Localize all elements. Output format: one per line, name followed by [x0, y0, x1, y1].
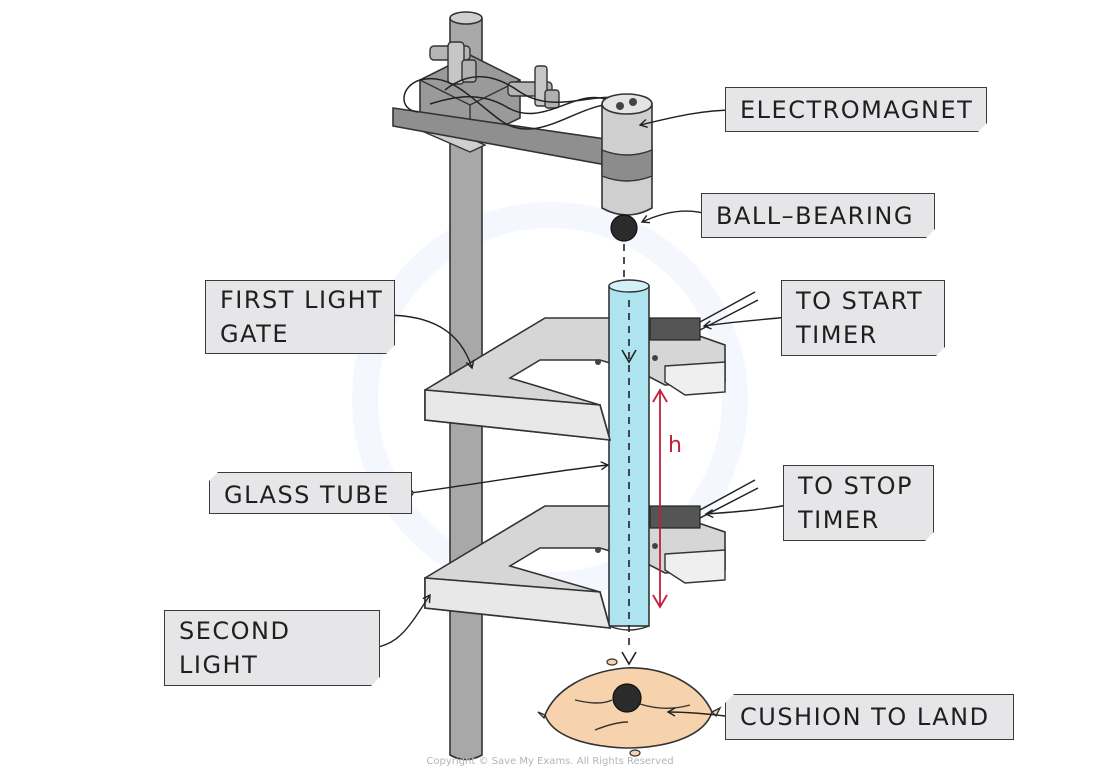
ball-bearing: [610, 214, 638, 242]
label-cushion: CUSHION TO LAND: [725, 694, 1014, 740]
landed-ball: [612, 683, 642, 713]
copyright-notice: Copyright © Save My Exams. All Rights Re…: [426, 756, 674, 767]
label-second-light-gate: SECOND LIGHT GATE: [164, 610, 380, 686]
clamp: [392, 41, 613, 167]
first-light-gate-front: [424, 389, 612, 441]
label-to-stop-timer: TO STOP TIMER: [783, 465, 934, 541]
label-first-light-gate: FIRST LIGHT GATE: [205, 280, 395, 354]
label-to-start-timer: TO START TIMER: [781, 280, 945, 356]
height-label: h: [668, 433, 682, 458]
label-glass-tube: GLASS TUBE: [209, 472, 412, 514]
height-arrow: [652, 388, 668, 609]
drop-path-tube: [621, 300, 637, 666]
electromagnet: [601, 93, 653, 216]
cushion: [537, 658, 722, 757]
electromagnet-wires: [403, 76, 631, 130]
label-electromagnet: ELECTROMAGNET: [725, 87, 987, 132]
label-ball-bearing: BALL–BEARING: [701, 193, 935, 238]
gate-sensor-dots: [595, 355, 658, 553]
